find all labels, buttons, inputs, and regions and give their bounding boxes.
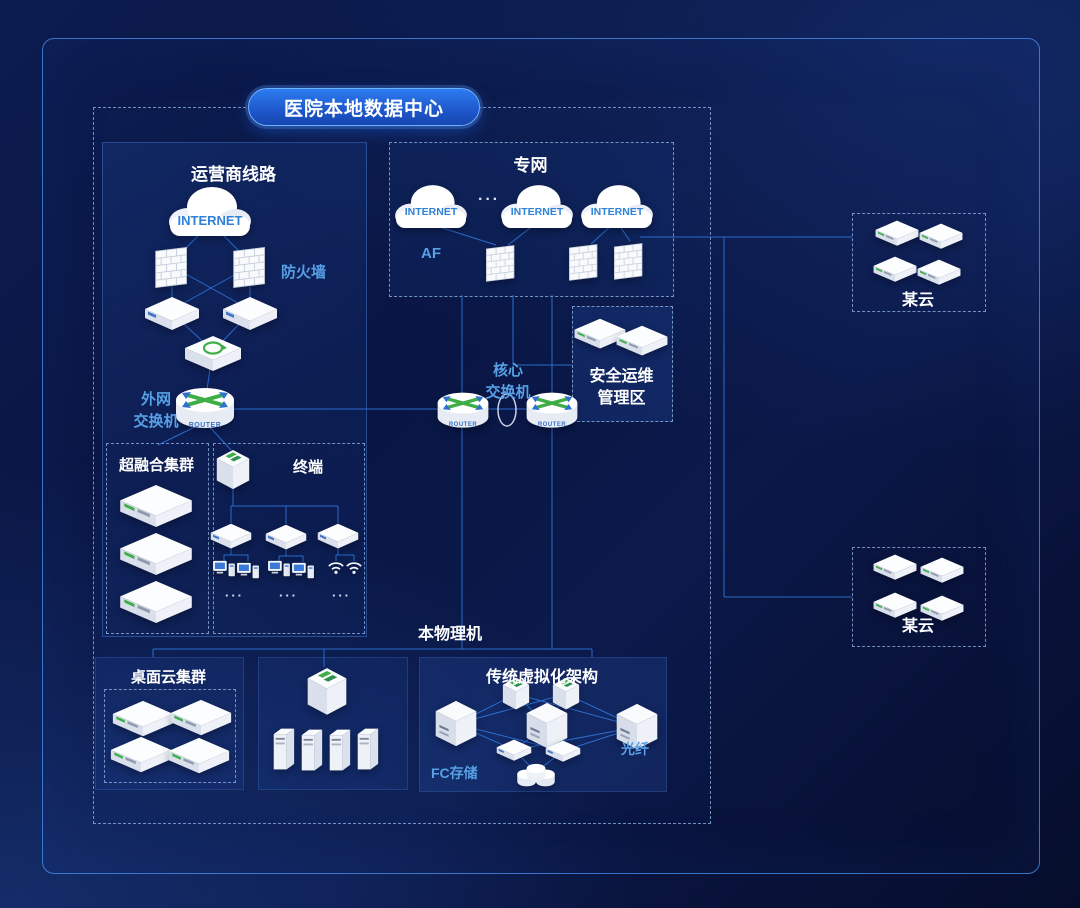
firewall-icon — [153, 241, 191, 293]
server-icon — [916, 259, 962, 286]
ext-switch-label: 外网 交换机 — [133, 391, 179, 430]
server-icon — [874, 220, 920, 247]
hci-cluster-title: 超融合集群 — [118, 457, 194, 474]
terminal-ellipsis: ··· — [279, 588, 298, 603]
storage-disks-icon — [513, 761, 559, 791]
switch-icon — [496, 739, 532, 762]
firewall-icon — [484, 240, 518, 286]
switch-icon — [263, 524, 309, 551]
server-icon — [119, 580, 193, 625]
firewall-icon — [567, 239, 601, 285]
switch-icon — [221, 296, 279, 332]
server-icon — [919, 557, 965, 584]
wifi-icon — [344, 559, 364, 575]
cube-switch-icon — [215, 449, 251, 491]
carrier-title: 运营商线路 — [191, 165, 276, 184]
fc-storage-label: FC存储 — [431, 765, 478, 781]
private-net-title: 专网 — [513, 156, 548, 175]
server-icon — [918, 223, 964, 250]
desktop-cloud-title: 桌面云集群 — [130, 669, 206, 686]
firewall-label: 防火墙 — [281, 264, 327, 281]
switch-icon — [315, 523, 361, 550]
server-icon — [119, 484, 193, 529]
tower-server-icon — [270, 726, 296, 772]
server-icon — [168, 737, 230, 775]
fiber-label: 光纤 — [621, 741, 649, 757]
server-icon — [872, 256, 918, 283]
server-icon — [112, 700, 174, 738]
tower-server-icon — [354, 726, 380, 772]
outer-frame — [42, 38, 1040, 874]
wifi-icon — [326, 559, 346, 575]
workstation-icon — [236, 561, 260, 581]
terminal-title: 终端 — [292, 459, 323, 476]
datacenter-title-badge: 医院本地数据中心 — [248, 88, 480, 126]
server-icon — [170, 699, 232, 737]
cloud-zone-bottom-box — [852, 547, 986, 647]
firewall-icon — [231, 241, 269, 293]
server-icon — [614, 325, 670, 357]
terminal-ellipsis: ··· — [332, 588, 351, 603]
cloud-zone-bottom-label: 某云 — [901, 618, 934, 635]
switch-icon — [143, 296, 201, 332]
server-icon — [110, 736, 172, 774]
workstation-icon — [291, 561, 315, 581]
cube-switch-icon — [304, 667, 350, 717]
internet-cloud-icon: INTERNET — [387, 179, 475, 235]
server-icon — [872, 554, 918, 581]
internet-label: INTERNET — [177, 213, 243, 228]
server-icon — [119, 532, 193, 577]
af-label: AF — [421, 245, 441, 262]
load-balancer-icon — [184, 335, 242, 375]
internet-cloud-icon: INTERNET — [493, 179, 581, 235]
virtualization-title: 传统虚拟化架构 — [485, 669, 598, 686]
cloud-zone-top-box — [852, 213, 986, 312]
switch-icon — [208, 523, 254, 550]
firewall-icon — [612, 238, 646, 284]
tower-server-icon — [298, 727, 324, 773]
tower-server-icon — [326, 727, 352, 773]
internet-cloud-icon: INTERNET — [573, 179, 661, 235]
host-cube-icon — [434, 700, 478, 748]
workstation-icon — [267, 559, 291, 579]
switch-icon — [545, 740, 581, 763]
cloud-ellipsis: ··· — [478, 191, 500, 208]
physical-host-label: 本物理机 — [417, 626, 482, 643]
terminal-ellipsis: ··· — [225, 588, 244, 603]
datacenter-title: 医院本地数据中心 — [283, 98, 444, 120]
internet-cloud-icon: INTERNET — [158, 180, 262, 244]
cloud-zone-top-label: 某云 — [901, 292, 934, 309]
core-switch-label: 核心 交换机 — [485, 362, 531, 401]
security-zone-title: 安全运维 管理区 — [589, 368, 654, 408]
workstation-icon — [212, 559, 236, 579]
